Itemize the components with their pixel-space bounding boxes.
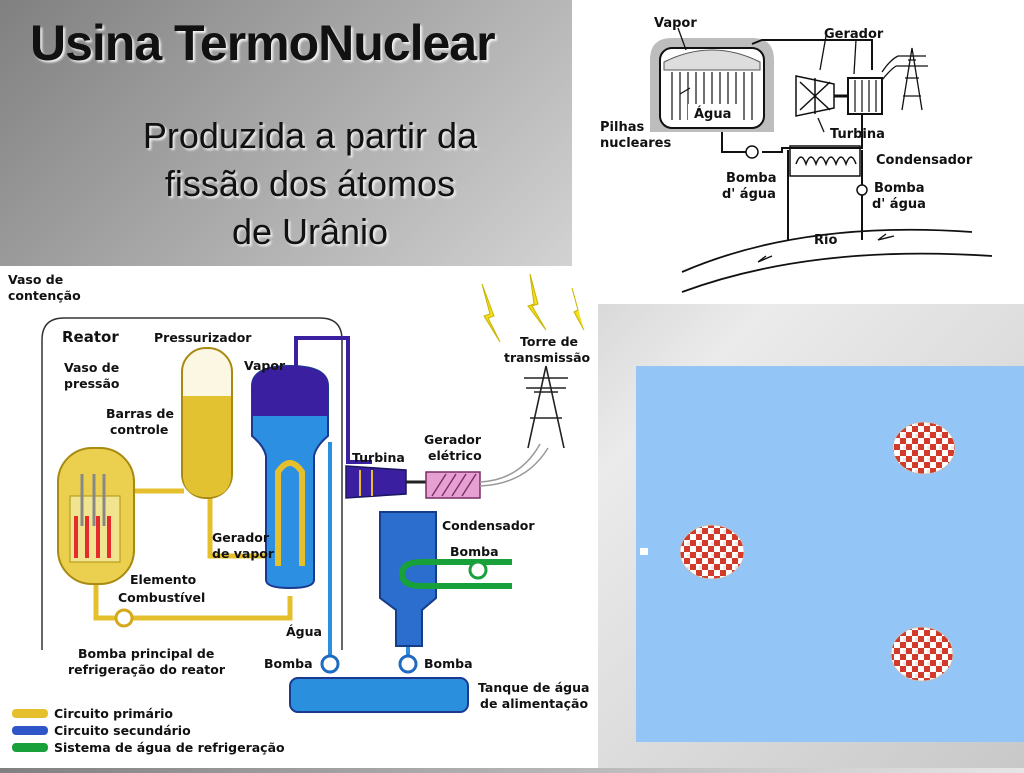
- legend-label: Circuito secundário: [54, 723, 191, 738]
- label-bomba-principal: refrigeração do reator: [68, 662, 226, 677]
- label-condensador: Condensador: [442, 518, 535, 533]
- label-turbina: Turbina: [352, 450, 405, 465]
- main-coolant-pump: [114, 608, 134, 628]
- transmission-tower: [881, 47, 928, 111]
- label-vaso-pressao: pressão: [64, 376, 120, 391]
- label-gerador: elétrico: [428, 448, 482, 463]
- legend-label: Sistema de água de refrigeração: [54, 740, 285, 755]
- label-bomba-left: Bomba: [264, 656, 313, 671]
- label-elemento: Combustível: [118, 590, 205, 605]
- label-pressurizador: Pressurizador: [154, 330, 252, 345]
- generator: [847, 77, 883, 115]
- containment-vessel: [41, 317, 343, 650]
- label-rio: Rio: [814, 233, 837, 248]
- label-torre: Torre de: [520, 334, 578, 349]
- river-bank-top: [681, 228, 973, 273]
- electric-generator: [425, 471, 481, 499]
- label-pilhas: Pilhas: [600, 120, 644, 135]
- label-gerador-vapor: Gerador: [212, 530, 270, 545]
- uranium-nucleus: [679, 524, 745, 580]
- condenser: [789, 145, 861, 177]
- pump-left: [745, 145, 759, 159]
- label-agua: Água: [286, 624, 322, 639]
- pwr-plant-diagram: Vaso de contenção Reator Pressurizador V…: [0, 266, 598, 768]
- label-bomba-right: Bomba: [874, 181, 924, 196]
- label-tanque: de alimentação: [480, 696, 588, 711]
- steam-dome: [663, 49, 761, 71]
- label-pilhas: nucleares: [600, 136, 671, 151]
- cooling-water-loop: [398, 559, 512, 589]
- secondary-circuit: [294, 336, 372, 464]
- fission-fragment-top: [892, 421, 956, 475]
- fission-animation: [636, 366, 1024, 742]
- label-barras: controle: [110, 422, 168, 437]
- pump-right: [856, 184, 868, 196]
- label-gerador: Gerador: [824, 27, 884, 42]
- slide-subtitle: Produzida a partir da fissão dos átomos …: [90, 112, 530, 256]
- label-agua: Água: [694, 106, 731, 122]
- legend: Circuito primário Circuito secundário Si…: [12, 706, 285, 755]
- label-bomba-cond: Bomba: [450, 544, 499, 559]
- turbine: [345, 465, 407, 499]
- label-condensador: Condensador: [876, 153, 973, 168]
- label-torre: transmissão: [504, 350, 591, 365]
- pump-left: [320, 654, 340, 674]
- label-gerador: Gerador: [424, 432, 482, 447]
- label-tanque: Tanque de água: [478, 680, 589, 695]
- label-barras: Barras de: [106, 406, 174, 421]
- label-bomba-left: d' água: [722, 187, 776, 202]
- cooling-pump: [468, 560, 488, 580]
- lightning-bolts: [481, 273, 585, 343]
- label-bomba-principal: Bomba principal de: [78, 646, 214, 661]
- transmission-tower: [524, 365, 568, 449]
- turbine: [795, 75, 835, 117]
- label-turbina: Turbina: [830, 127, 885, 142]
- label-reator: Reator: [62, 328, 119, 346]
- legend-swatch-secondary: [12, 726, 48, 735]
- subtitle-line: Produzida a partir da: [142, 115, 478, 156]
- label-vaso-pressao: Vaso de: [64, 360, 119, 375]
- label-vaso-contencao: contenção: [8, 288, 81, 303]
- legend-swatch-cooling: [12, 743, 48, 752]
- label-vaso-contencao: Vaso de: [8, 272, 63, 287]
- label-elemento: Elemento: [130, 572, 197, 587]
- fission-fragment-bottom: [890, 626, 954, 682]
- label-bomba-right: Bomba: [424, 656, 473, 671]
- neutron: [640, 548, 648, 555]
- feed-water-tank: [289, 677, 469, 713]
- label-bomba-left: Bomba: [726, 171, 776, 186]
- legend-label: Circuito primário: [54, 706, 173, 721]
- subtitle-line: fissão dos átomos: [164, 163, 456, 204]
- slide-title: Usina TermoNuclear: [30, 15, 496, 71]
- subtitle-line: de Urânio: [231, 211, 389, 252]
- label-gerador-vapor: de vapor: [212, 546, 275, 561]
- condenser: [379, 511, 437, 647]
- label-bomba-right: d' água: [872, 197, 926, 212]
- pump-right: [398, 654, 418, 674]
- label-vapor: Vapor: [244, 358, 286, 373]
- simple-plant-diagram: Vapor Gerador Água Pilhas nucleares Turb…: [572, 0, 1024, 304]
- control-rods: [80, 474, 106, 526]
- steam-generator: [251, 364, 329, 590]
- fuel-rods: [74, 516, 111, 558]
- river-bank-bottom: [681, 252, 993, 293]
- label-vapor: Vapor: [654, 16, 697, 31]
- legend-swatch-primary: [12, 709, 48, 718]
